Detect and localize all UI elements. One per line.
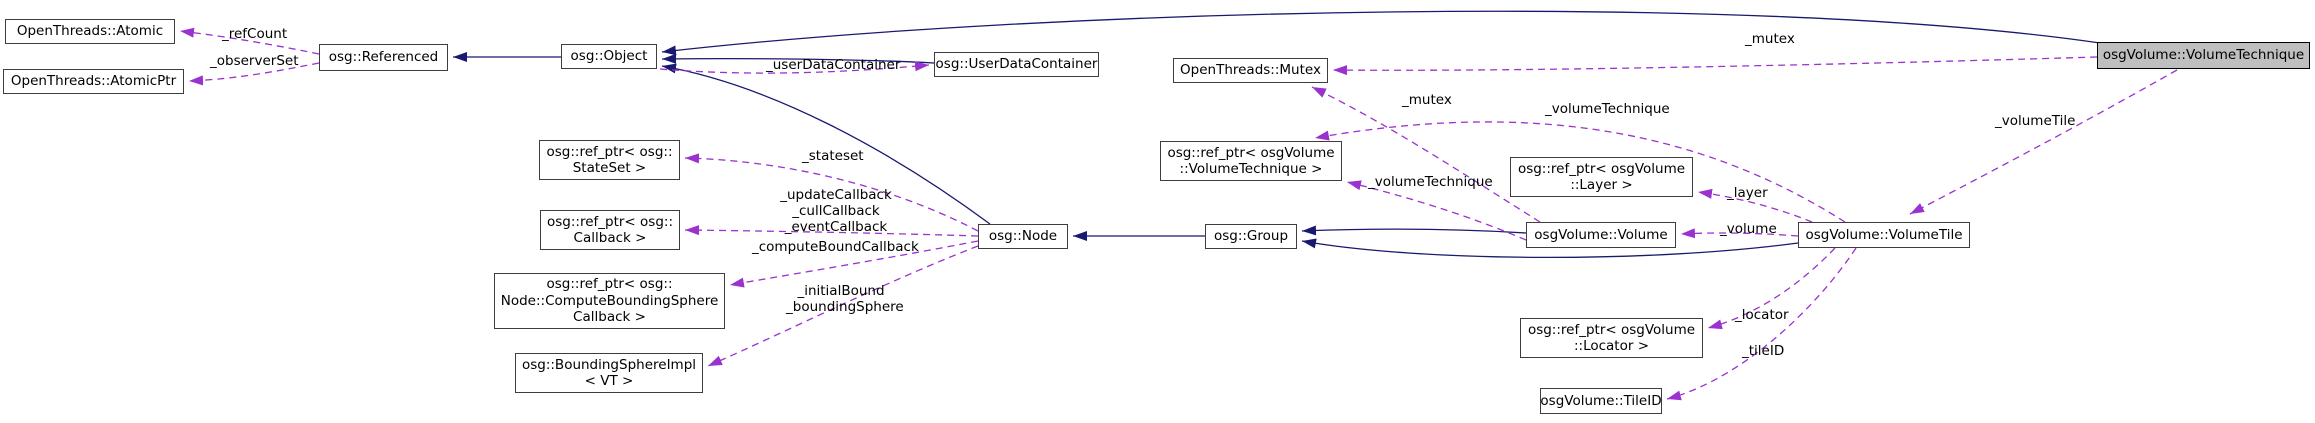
class-node-osgvolume-volume[interactable]: osgVolume::Volume bbox=[1526, 222, 1676, 248]
class-node-osg-userdatacontainer[interactable]: osg::UserDataContainer bbox=[934, 52, 1099, 77]
edge-inherit-volumetile-to-group bbox=[1301, 238, 1799, 259]
edge-label-volumetechnique-volume: _volumeTechnique bbox=[1368, 174, 1493, 190]
edge-use-mutex-from-volume bbox=[1311, 86, 1541, 223]
edge-use-userdatacontainer bbox=[659, 61, 930, 74]
class-node-refptr-locator[interactable]: osg::ref_ptr< osgVolume ::Locator > bbox=[1520, 318, 1703, 358]
edge-label-mutex-volume: _mutex bbox=[1402, 92, 1452, 108]
class-node-openthreads-mutex[interactable]: OpenThreads::Mutex bbox=[1173, 58, 1328, 83]
edge-label-volumetile: _volumeTile bbox=[1995, 113, 2076, 129]
edge-use-volume bbox=[1680, 228, 1799, 239]
edge-use-tileid bbox=[1666, 247, 1857, 401]
edge-label-node-callbacks: _updateCallback _cullCallback _eventCall… bbox=[780, 187, 892, 236]
edge-label-bounds: _initialBound _boundingSphere bbox=[786, 283, 904, 316]
edge-use-observerset bbox=[188, 62, 320, 86]
edge-label-tileid: _tileID bbox=[1742, 343, 1785, 359]
edge-use-volumetile bbox=[1909, 69, 2178, 215]
edge-label-observerset: _observerSet bbox=[210, 53, 299, 69]
class-node-openthreads-atomic[interactable]: OpenThreads::Atomic bbox=[5, 19, 175, 44]
class-node-refptr-stateset[interactable]: osg::ref_ptr< osg:: StateSet > bbox=[539, 140, 680, 180]
edge-inherit-node-to-object bbox=[661, 63, 991, 225]
edge-use-mutex-from-technique bbox=[1332, 56, 2098, 76]
class-node-refptr-callback[interactable]: osg::ref_ptr< osg:: Callback > bbox=[540, 210, 680, 250]
edge-use-computeboundcallback bbox=[729, 240, 979, 288]
edge-inherit-userdatacontainer-to-object bbox=[661, 53, 935, 64]
class-node-openthreads-atomicptr[interactable]: OpenThreads::AtomicPtr bbox=[3, 69, 184, 94]
edge-label-userdatacontainer: _userDataContainer bbox=[766, 57, 901, 73]
class-node-osgvolume-volumetile[interactable]: osgVolume::VolumeTile bbox=[1798, 222, 1970, 248]
edge-use-callbacks bbox=[684, 225, 979, 237]
edge-use-layer bbox=[1697, 188, 1813, 223]
class-node-osg-node[interactable]: osg::Node bbox=[978, 224, 1068, 249]
class-node-refptr-computeboundingspherecallback[interactable]: osg::ref_ptr< osg:: Node::ComputeBoundin… bbox=[494, 273, 725, 329]
class-node-refptr-layer[interactable]: osg::ref_ptr< osgVolume ::Layer > bbox=[1510, 157, 1693, 197]
class-node-osg-referenced[interactable]: osg::Referenced bbox=[319, 44, 448, 71]
class-node-osgvolume-volumetechnique-main[interactable]: osgVolume::VolumeTechnique bbox=[2097, 42, 2310, 69]
class-node-refptr-volumetechnique[interactable]: osg::ref_ptr< osgVolume ::VolumeTechniqu… bbox=[1160, 141, 1342, 181]
edge-label-refcount: _refCount bbox=[222, 26, 288, 42]
edge-label-volume: _volume bbox=[1720, 221, 1777, 237]
edge-label-computeboundcallback: _computeBoundCallback bbox=[752, 239, 919, 255]
class-node-osg-group[interactable]: osg::Group bbox=[1205, 224, 1297, 249]
edge-label-stateset: _stateset bbox=[802, 148, 864, 164]
edge-use-refcount bbox=[179, 27, 320, 55]
class-node-osg-object[interactable]: osg::Object bbox=[561, 44, 657, 69]
edge-inherit-volumetechnique-to-object bbox=[661, 10, 2101, 56]
class-node-osgvolume-tileid[interactable]: osgVolume::TileID bbox=[1540, 388, 1662, 414]
edge-label-volumetechnique-tile: _volumeTechnique bbox=[1545, 101, 1670, 117]
edge-label-locator: _locator bbox=[1735, 307, 1789, 323]
edge-use-stateset bbox=[684, 153, 979, 232]
class-node-boundingsphereimpl[interactable]: osg::BoundingSphereImpl < VT > bbox=[515, 353, 703, 393]
edge-use-locator bbox=[1707, 247, 1836, 330]
edge-use-volumetechnique-from-tile bbox=[1314, 121, 1846, 223]
edge-inherit-volume-to-group bbox=[1301, 225, 1527, 236]
edge-label-mutex-technique: _mutex bbox=[1745, 31, 1795, 47]
edge-use-bounds bbox=[707, 245, 979, 367]
edge-label-layer: _layer bbox=[1727, 185, 1768, 201]
